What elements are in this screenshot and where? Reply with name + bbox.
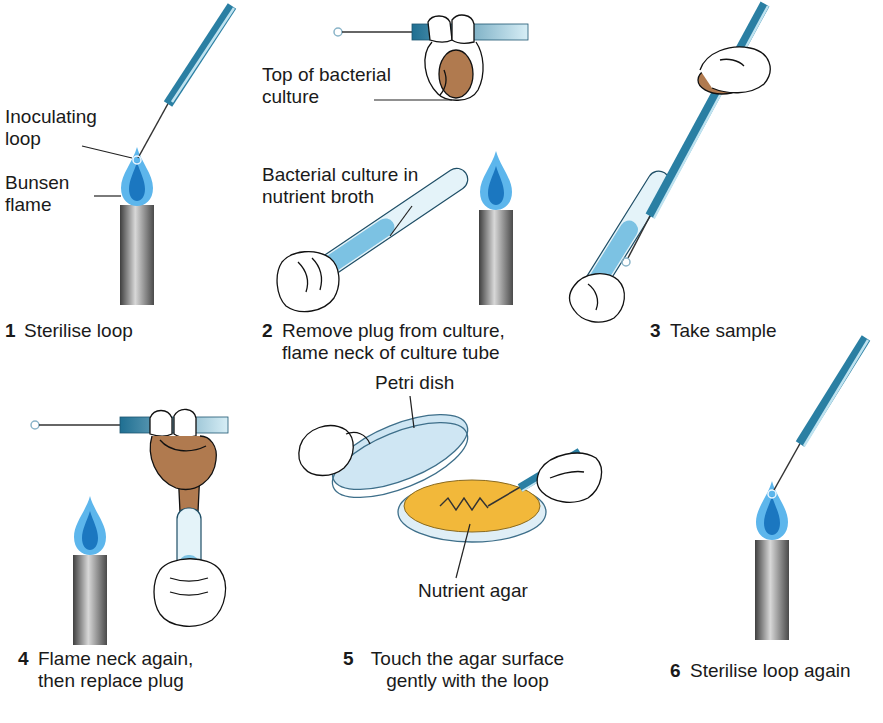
hand [299,426,602,503]
petri-dish [323,399,546,542]
bunsen-burner [479,151,513,305]
hand [154,559,226,627]
step-caption: Flame neck again, then replace plug [38,648,213,692]
part-label: Bunsen flame [5,172,95,216]
part-label: Top of bacterial culture [262,64,412,108]
inoculating-loop [622,4,768,266]
leader-line [82,146,132,196]
bunsen-burner [120,147,154,305]
callout-number: 4 [18,648,29,670]
hand [570,47,771,322]
callout-number: 6 [670,660,681,682]
callout-number: 3 [650,320,661,342]
step-caption: Take sample [670,320,830,342]
leader-line [410,396,470,578]
inoculating-loop [133,6,234,164]
part-label: Inoculating loop [5,106,115,150]
callout-number: 1 [5,320,16,342]
hand [150,409,216,512]
step-caption: Touch the agar surface gently with the l… [360,648,575,692]
bunsen-burner [73,496,107,645]
part-label: Bacterial culture in nutrient broth [262,164,422,208]
bunsen-burner [755,481,789,640]
callout-number: 2 [262,320,273,342]
hand [425,15,483,100]
step-caption: Sterilise loop again [690,660,880,682]
callout-number: 5 [343,648,354,670]
hand [277,252,339,312]
inoculating-loop [31,417,228,433]
part-label: Petri dish [375,372,495,394]
part-label: Nutrient agar [418,580,558,602]
step-caption: Sterilise loop [24,320,184,342]
step-caption: Remove plug from culture, flame neck of … [282,320,522,364]
inoculating-loop [768,338,868,498]
